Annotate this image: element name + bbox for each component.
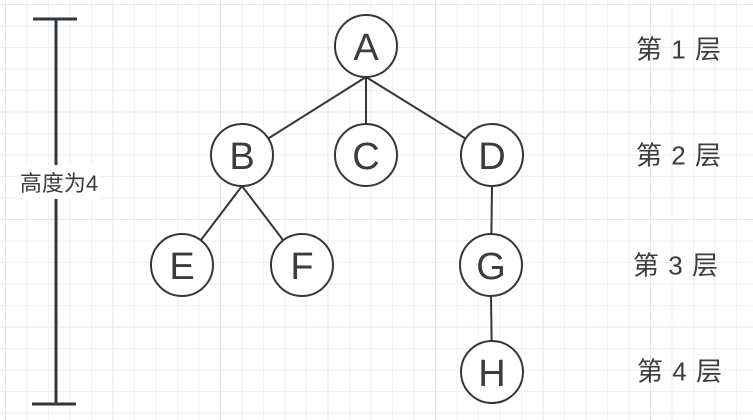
node-H[interactable]: H bbox=[460, 340, 524, 404]
height-bracket bbox=[32, 17, 77, 406]
level-label-4: 第 4 层 bbox=[637, 356, 723, 387]
node-circle-H[interactable] bbox=[460, 340, 524, 404]
node-label-G: G bbox=[476, 246, 506, 288]
node-D[interactable]: D bbox=[460, 123, 524, 187]
node-label-H: H bbox=[478, 353, 505, 395]
node-G[interactable]: G bbox=[459, 233, 523, 297]
level-label-2: 第 2 层 bbox=[636, 140, 722, 171]
node-label-B: B bbox=[229, 136, 254, 178]
node-label-A: A bbox=[353, 27, 379, 69]
node-E[interactable]: E bbox=[150, 233, 214, 297]
node-label-E: E bbox=[169, 246, 194, 288]
node-circle-F[interactable] bbox=[270, 233, 334, 297]
level-label-1: 第 1 层 bbox=[636, 34, 722, 65]
node-circle-B[interactable] bbox=[210, 123, 274, 187]
node-A[interactable]: A bbox=[334, 14, 398, 78]
nodes-layer: A B C D E F G H bbox=[150, 14, 524, 404]
level-label-3: 第 3 层 bbox=[633, 250, 719, 281]
node-circle-D[interactable] bbox=[460, 123, 524, 187]
node-F[interactable]: F bbox=[270, 233, 334, 297]
node-label-D: D bbox=[478, 136, 505, 178]
node-circle-A[interactable] bbox=[334, 14, 398, 78]
edges-layer bbox=[181, 76, 493, 373]
node-circle-C[interactable] bbox=[334, 123, 398, 187]
node-C[interactable]: C bbox=[334, 123, 398, 187]
node-circle-E[interactable] bbox=[150, 233, 214, 297]
node-label-C: C bbox=[352, 136, 379, 178]
node-circle-G[interactable] bbox=[459, 233, 523, 297]
height-label: 高度为4 bbox=[17, 165, 101, 199]
node-B[interactable]: B bbox=[210, 123, 274, 187]
node-label-F: F bbox=[290, 246, 313, 288]
